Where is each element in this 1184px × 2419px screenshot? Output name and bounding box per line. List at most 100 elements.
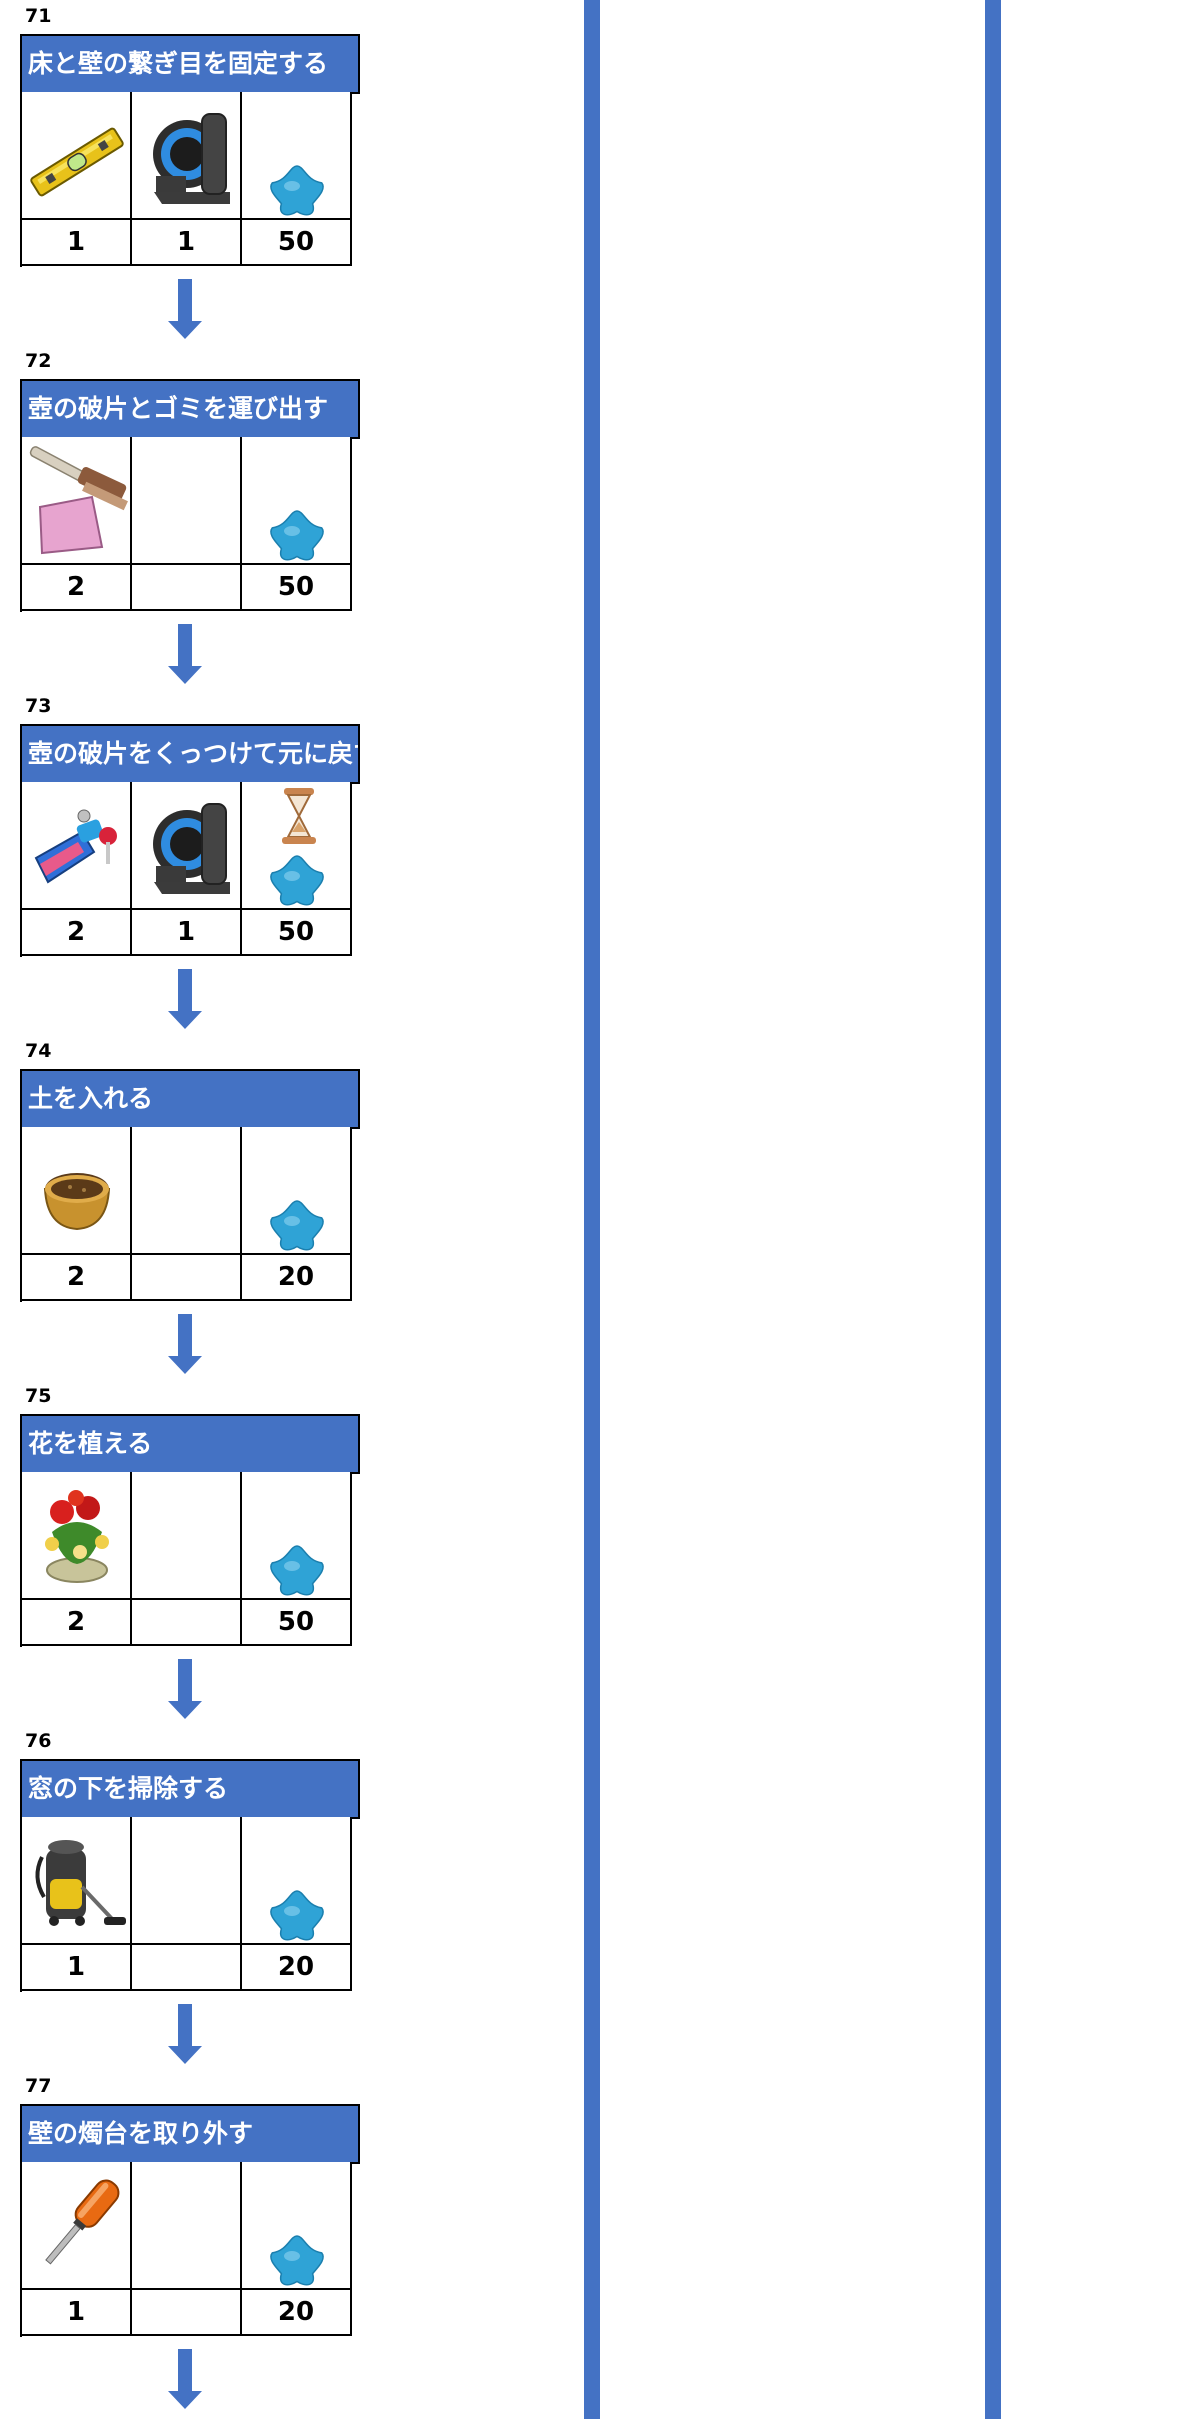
reward-quantity: 20	[242, 1945, 352, 1991]
item-icon-cell	[132, 1817, 242, 1945]
flower-pot-shape	[45, 1490, 109, 1583]
blue-star-icon	[270, 510, 324, 561]
task-item-grid: 1 1 50	[20, 92, 354, 267]
hourglass-star-icon	[270, 788, 324, 906]
task-number: 73	[25, 695, 52, 717]
reward-icon-cell	[242, 92, 352, 220]
item-quantity	[132, 565, 242, 611]
item-quantity	[132, 2290, 242, 2336]
blue-star-shape	[270, 855, 324, 906]
item-icon-cell	[132, 782, 242, 910]
task-item-grid: 2 50	[20, 1472, 354, 1647]
dustpan-brush-shape	[29, 446, 128, 555]
tape-dispenser-shape	[153, 803, 230, 894]
reward-icon-cell	[242, 1127, 352, 1255]
reward-quantity: 50	[242, 910, 352, 956]
item-quantity: 1	[22, 1945, 132, 1991]
item-quantity	[132, 1255, 242, 1301]
item-icon-cell	[22, 2162, 132, 2290]
blue-star-icon	[270, 2235, 324, 2286]
glue-tube-icon	[34, 809, 117, 884]
task-item-grid: 2 20	[20, 1127, 354, 1302]
task-number: 75	[25, 1385, 52, 1407]
tape-dispenser-icon	[153, 803, 230, 894]
vertical-divider-right	[985, 0, 1001, 2419]
task-title: 壁の燭台を取り外す	[20, 2104, 360, 2164]
item-quantity: 1	[132, 220, 242, 266]
task-item-grid: 2 1 50	[20, 782, 354, 957]
blue-star-icon	[270, 1545, 324, 1596]
item-quantity	[132, 1600, 242, 1646]
task-title: 窓の下を掃除する	[20, 1759, 360, 1819]
tape-dispenser-shape	[153, 113, 230, 204]
blue-star-shape	[270, 510, 324, 561]
task-item-grid: 2 50	[20, 437, 354, 612]
reward-quantity: 20	[242, 2290, 352, 2336]
item-quantity: 1	[132, 910, 242, 956]
task-number: 77	[25, 2075, 52, 2097]
blue-star-shape	[270, 1200, 324, 1251]
item-icon-cell	[22, 437, 132, 565]
task-number: 72	[25, 350, 52, 372]
down-arrow-icon	[168, 1314, 202, 1374]
blue-star-shape	[270, 2235, 324, 2286]
item-icon-cell	[132, 1472, 242, 1600]
blue-star-icon	[270, 1200, 324, 1251]
reward-quantity: 20	[242, 1255, 352, 1301]
task-title: 土を入れる	[20, 1069, 360, 1129]
item-icon-cell	[22, 1472, 132, 1600]
vacuum-cleaner-icon	[35, 1840, 126, 1926]
down-arrow-icon	[168, 1659, 202, 1719]
reward-quantity: 50	[242, 220, 352, 266]
down-arrow-icon	[168, 624, 202, 684]
task-number: 76	[25, 1730, 52, 1752]
item-quantity: 2	[22, 1600, 132, 1646]
reward-quantity: 50	[242, 565, 352, 611]
glue-tube-shape	[34, 809, 117, 884]
down-arrow-icon	[168, 2349, 202, 2409]
hourglass-shape	[282, 788, 316, 844]
item-quantity: 1	[22, 220, 132, 266]
reward-icon-cell	[242, 1472, 352, 1600]
reward-icon-cell	[242, 437, 352, 565]
down-arrow-icon	[168, 969, 202, 1029]
flower-pot-icon	[45, 1490, 109, 1583]
reward-quantity: 50	[242, 1600, 352, 1646]
spirit-level-icon	[30, 127, 124, 197]
task-number: 74	[25, 1040, 52, 1062]
blue-star-shape	[270, 165, 324, 216]
down-arrow-icon	[168, 2004, 202, 2064]
task-number: 71	[25, 5, 52, 27]
spirit-level-shape	[30, 127, 124, 197]
item-quantity: 2	[22, 910, 132, 956]
screwdriver-shape	[45, 2179, 120, 2265]
item-quantity: 1	[22, 2290, 132, 2336]
vertical-divider-left	[584, 0, 600, 2419]
reward-icon-cell	[242, 782, 352, 910]
blue-star-icon	[270, 165, 324, 216]
item-icon-cell	[22, 1817, 132, 1945]
screwdriver-icon	[45, 2179, 120, 2265]
blue-star-icon	[270, 1890, 324, 1941]
item-icon-cell	[132, 437, 242, 565]
down-arrow-icon	[168, 279, 202, 339]
dustpan-brush-icon	[29, 446, 128, 555]
item-quantity: 2	[22, 565, 132, 611]
task-title: 床と壁の繋ぎ目を固定する	[20, 34, 360, 94]
tape-dispenser-icon	[153, 113, 230, 204]
blue-star-shape	[270, 1545, 324, 1596]
item-icon-cell	[22, 782, 132, 910]
item-icon-cell	[132, 1127, 242, 1255]
item-quantity: 2	[22, 1255, 132, 1301]
blue-star-shape	[270, 1890, 324, 1941]
item-icon-cell	[22, 1127, 132, 1255]
vacuum-cleaner-shape	[35, 1840, 126, 1926]
soil-bowl-shape	[43, 1173, 111, 1231]
soil-bowl-icon	[43, 1173, 111, 1231]
item-quantity	[132, 1945, 242, 1991]
reward-icon-cell	[242, 2162, 352, 2290]
item-icon-cell	[22, 92, 132, 220]
task-item-grid: 1 20	[20, 1817, 354, 1992]
task-item-grid: 1 20	[20, 2162, 354, 2337]
task-title: 壺の破片とゴミを運び出す	[20, 379, 360, 439]
